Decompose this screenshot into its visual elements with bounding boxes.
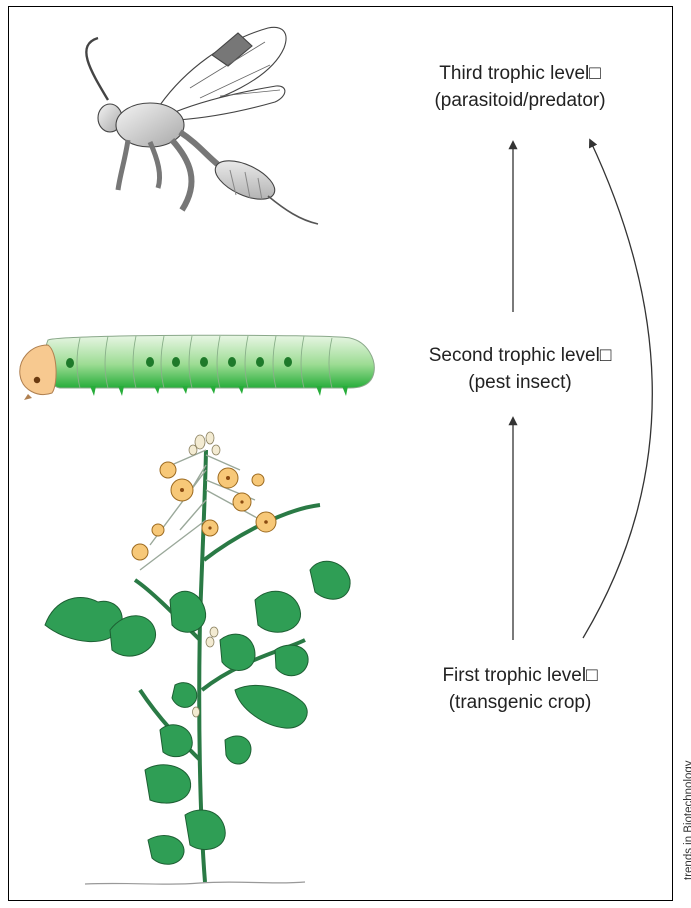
first-trophic-level-label: First trophic level□ (transgenic crop) bbox=[400, 662, 640, 716]
box-glyph: □ bbox=[589, 63, 600, 84]
box-glyph: □ bbox=[586, 665, 597, 686]
first-level-title: First trophic level bbox=[442, 665, 586, 686]
wasp-illustration bbox=[86, 27, 318, 224]
box-glyph: □ bbox=[600, 345, 611, 366]
rapeseed-plant-illustration bbox=[45, 432, 350, 884]
caterpillar-illustration bbox=[20, 335, 375, 400]
second-trophic-level-label: Second trophic level□ (pest insect) bbox=[400, 342, 640, 396]
first-level-subtitle: (transgenic crop) bbox=[400, 689, 640, 716]
second-level-title: Second trophic level bbox=[429, 345, 600, 366]
third-level-subtitle: (parasitoid/predator) bbox=[400, 87, 640, 114]
journal-credit: trends in Biotechnology bbox=[683, 760, 691, 880]
third-level-title: Third trophic level bbox=[439, 63, 589, 84]
second-level-subtitle: (pest insect) bbox=[400, 369, 640, 396]
third-trophic-level-label: Third trophic level□ (parasitoid/predato… bbox=[400, 60, 640, 114]
